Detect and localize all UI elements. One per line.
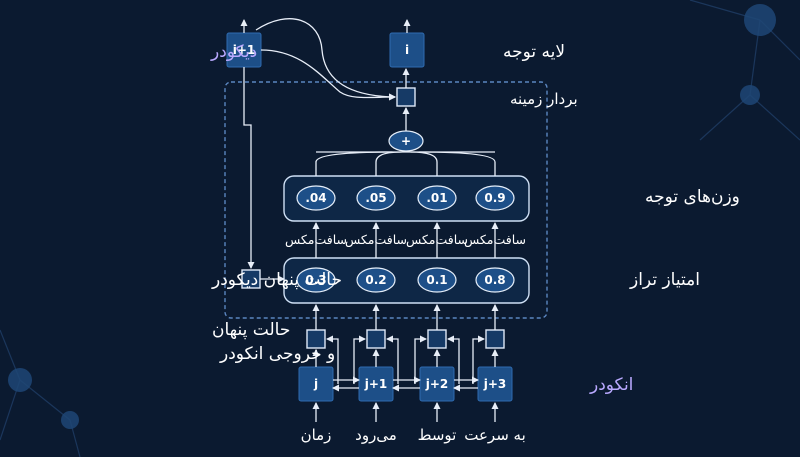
connection-wires (240, 18, 411, 283)
input-word: زمان (301, 426, 332, 444)
attention-weight-value: .01 (426, 191, 447, 205)
sum-node-label: + (401, 134, 411, 148)
encoder-node-label: j+1 (364, 377, 388, 391)
attention-weight-node (475, 185, 515, 211)
hidden-link-wire (414, 335, 427, 384)
hidden-link-wire (472, 335, 485, 384)
encoder-nodes: j j+1 j+2 j+3 (298, 366, 513, 402)
encoder-node-label: j+2 (425, 377, 449, 391)
weight-to-sum-wire (375, 151, 402, 176)
encoder-node-label: j (313, 377, 318, 391)
encoder-hidden-square (366, 329, 386, 349)
alignment-score-label: امتیاز تراز (629, 270, 700, 290)
encoder-node-label: j+3 (483, 377, 507, 391)
attention-frame (224, 81, 548, 319)
weight-to-sum-wire (419, 151, 496, 176)
decoder-node-label: i+1 (233, 43, 256, 57)
output-node-label: i (405, 43, 409, 57)
alignment-score-node (296, 267, 336, 293)
decoder-hidden-state-label: حالت پنهان دیکودر (211, 270, 342, 290)
encoder-hidden-label-line1: حالت پنهان (212, 320, 290, 340)
input-word: می‌رود (355, 426, 397, 444)
alignment-score-value: 0.1 (426, 273, 447, 287)
context-vector-node (396, 87, 416, 107)
encoder-label: انکودر (589, 375, 633, 395)
input-word: به سرعت (464, 426, 526, 444)
attention-weights-label: وزن‌های توجه (645, 187, 740, 207)
weight-to-sum-wire (410, 151, 438, 176)
attention-weight-value: .05 (365, 191, 386, 205)
hidden-link-wire (353, 335, 366, 384)
encoder-hidden-label-line2: و خروجی انکودر (219, 344, 335, 364)
attention-weight-value: .04 (305, 191, 326, 205)
encoder-hidden-square (427, 329, 447, 349)
hidden-link-wire (386, 335, 399, 384)
attention-weight-node (296, 185, 336, 211)
decoder-label: دیکودر (210, 42, 257, 62)
context-vector-label: بردار زمینه (510, 90, 578, 108)
input-word: توسط (418, 426, 457, 444)
alignment-score-nodes: 0.3 0.2 0.1 0.8 (296, 267, 515, 293)
encoder-hidden-square (485, 329, 505, 349)
encoder-hidden-squares (306, 329, 505, 349)
attention-weight-node (356, 185, 396, 211)
attention-weight-node (417, 185, 457, 211)
attention-layer-label: لایه توجه (503, 42, 565, 62)
alignment-score-value: 0.3 (305, 273, 326, 287)
attention-weight-nodes: .04 .05 .01 0.9 (296, 185, 515, 211)
hidden-link-wire (447, 335, 460, 384)
alignment-score-node (475, 267, 515, 293)
attention-weights-panel (283, 175, 530, 222)
alignment-score-node (356, 267, 396, 293)
input-words: زمان می‌رود توسط به سرعت (301, 426, 526, 444)
attention-weight-value: 0.9 (484, 191, 505, 205)
dynamic-wires (312, 151, 499, 422)
hidden-link-wire (326, 335, 339, 384)
alignment-score-node (417, 267, 457, 293)
alignment-score-value: 0.2 (365, 273, 386, 287)
alignment-score-value: 0.8 (484, 273, 505, 287)
